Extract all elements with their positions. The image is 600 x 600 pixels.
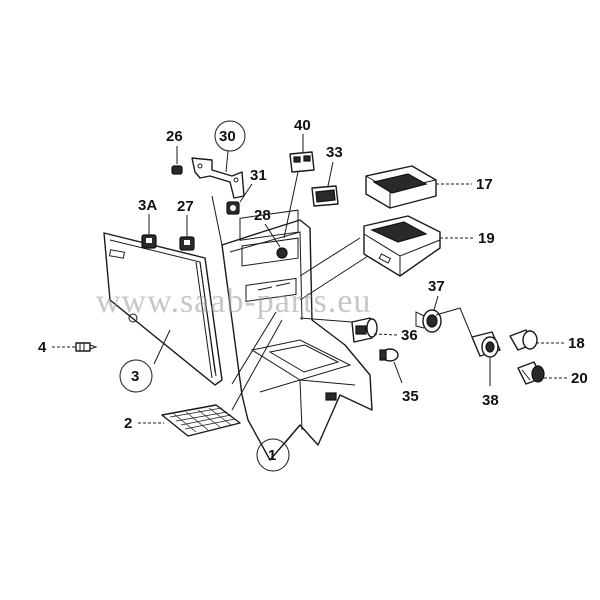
part-31-nut xyxy=(226,201,240,215)
part-38-switch xyxy=(471,331,501,358)
part-40-clip xyxy=(289,151,315,173)
part-4-screw xyxy=(75,342,98,352)
part-18-knob xyxy=(509,329,538,351)
part-3-side-panel xyxy=(103,232,223,386)
part-20-element xyxy=(517,361,545,385)
part-35-bulb xyxy=(379,348,399,362)
part-26-screw xyxy=(171,165,183,175)
callout-33: 33 xyxy=(326,144,343,161)
callout-36: 36 xyxy=(401,327,418,344)
part-1-console xyxy=(221,209,373,461)
callout-17: 17 xyxy=(476,176,493,193)
callout-circle-30 xyxy=(214,120,246,152)
part-33-switch xyxy=(311,185,339,207)
callout-28: 28 xyxy=(254,207,271,224)
callout-circle-3 xyxy=(119,359,153,393)
callout-4: 4 xyxy=(38,339,47,356)
callout-37: 37 xyxy=(428,278,445,295)
callout-2: 2 xyxy=(124,415,132,432)
leader-lines xyxy=(52,134,567,444)
callout-18: 18 xyxy=(568,335,585,352)
part-36-socket xyxy=(351,317,378,343)
part-28-fastener xyxy=(276,247,288,259)
part-2-mat xyxy=(161,404,241,437)
part-17-housing xyxy=(365,165,437,209)
callout-circle-1 xyxy=(256,438,290,472)
callout-31: 31 xyxy=(250,167,267,184)
callout-30: 30 xyxy=(219,128,236,145)
callout-20: 20 xyxy=(571,370,588,387)
callout-38: 38 xyxy=(482,392,499,409)
callout-3: 3 xyxy=(131,368,139,385)
part-27-clip xyxy=(179,236,195,251)
callout-35: 35 xyxy=(402,388,419,405)
callout-26: 26 xyxy=(166,128,183,145)
callout-1: 1 xyxy=(268,447,276,464)
part-30-bracket xyxy=(191,157,245,199)
callout-19: 19 xyxy=(478,230,495,247)
callout-40: 40 xyxy=(294,117,311,134)
callout-27: 27 xyxy=(177,198,194,215)
part-3a-clip xyxy=(141,234,157,249)
part-37-socket xyxy=(415,309,442,333)
callout-3a: 3A xyxy=(138,197,157,214)
part-19-tray xyxy=(363,215,441,277)
watermark: www.saab-parts.eu xyxy=(96,283,371,320)
